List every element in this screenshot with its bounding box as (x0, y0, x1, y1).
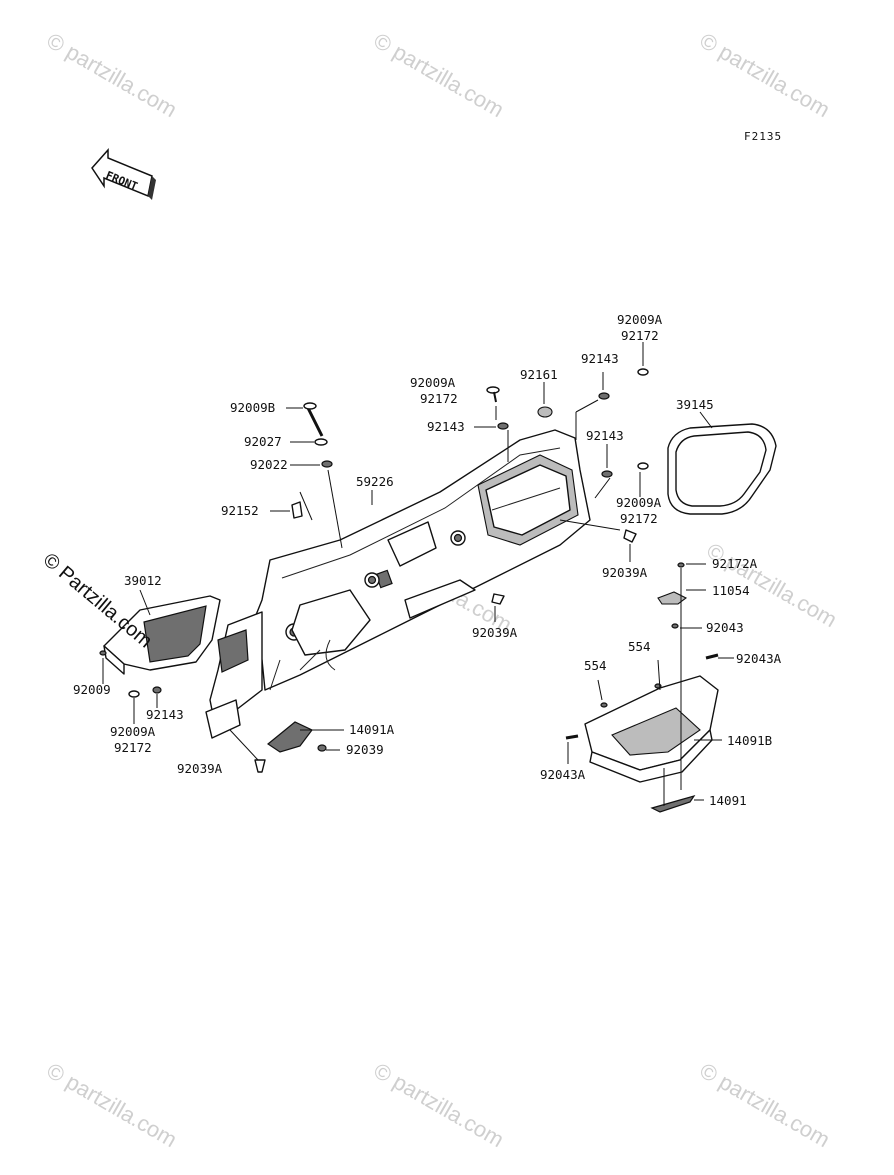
fastener-group (99, 368, 719, 773)
label-92172-mid: 92172 (420, 391, 458, 406)
label-92009A-mid: 92009A (410, 375, 456, 390)
hinge-11054 (657, 591, 688, 605)
label-92043A-b: 92043A (540, 767, 586, 782)
label-92152: 92152 (221, 503, 259, 518)
label-92043A-a: 92043A (736, 651, 782, 666)
label-39145: 39145 (676, 397, 714, 412)
figure-code: F2135 (744, 130, 782, 143)
label-11054: 11054 (712, 583, 750, 598)
label-59226: 59226 (356, 474, 394, 489)
label-92009A-left: 92009A (110, 724, 156, 739)
watermark-bottom-right: © partzilla.com (696, 1058, 835, 1153)
tray-14091B (584, 675, 719, 783)
lid-14091 (650, 794, 696, 813)
watermark-top-left: © partzilla.com (43, 28, 182, 123)
bracket-14091A (266, 721, 313, 753)
watermark-top-right: © partzilla.com (696, 28, 835, 123)
watermark-bottom-left: © partzilla.com (43, 1058, 182, 1153)
label-92143-top: 92143 (581, 351, 619, 366)
dash-panel-59226 (205, 429, 591, 739)
label-92039A-right: 92039A (602, 565, 648, 580)
label-92172-left: 92172 (114, 740, 152, 755)
watermark-main: © Partzilla.com (39, 549, 156, 652)
label-92009A-top: 92009A (617, 312, 663, 327)
label-92027: 92027 (244, 434, 282, 449)
label-92143-left: 92143 (146, 707, 184, 722)
callout-labels: 92009A 92172 92143 92161 92009A 92172 39… (73, 312, 782, 808)
label-92039A-mid: 92039A (472, 625, 518, 640)
label-92009B: 92009B (230, 400, 275, 415)
glovebox-39012 (103, 595, 221, 675)
leader-lines (102, 342, 734, 806)
watermark-bottom-center: © partzilla.com (370, 1058, 509, 1153)
cover-39145 (667, 423, 777, 515)
label-92009-left: 92009 (73, 682, 111, 697)
label-14091A: 14091A (349, 722, 395, 737)
label-554-b: 554 (584, 658, 607, 673)
label-92143-right: 92143 (586, 428, 624, 443)
label-92161: 92161 (520, 367, 558, 382)
label-92143-mid: 92143 (427, 419, 465, 434)
label-39012: 39012 (124, 573, 162, 588)
watermark-top-center: © partzilla.com (370, 28, 509, 123)
label-92022: 92022 (250, 457, 288, 472)
label-92043-a: 92043 (706, 620, 744, 635)
front-arrow-icon: FRONT (91, 148, 156, 200)
label-92172-top: 92172 (621, 328, 659, 343)
label-14091: 14091 (709, 793, 747, 808)
label-14091B: 14091B (727, 733, 772, 748)
label-92172-right: 92172 (620, 511, 658, 526)
label-92039A-left: 92039A (177, 761, 223, 776)
label-92009A-right: 92009A (616, 495, 662, 510)
label-92039: 92039 (346, 742, 384, 757)
label-554-a: 554 (628, 639, 651, 654)
label-92172A: 92172A (712, 556, 758, 571)
